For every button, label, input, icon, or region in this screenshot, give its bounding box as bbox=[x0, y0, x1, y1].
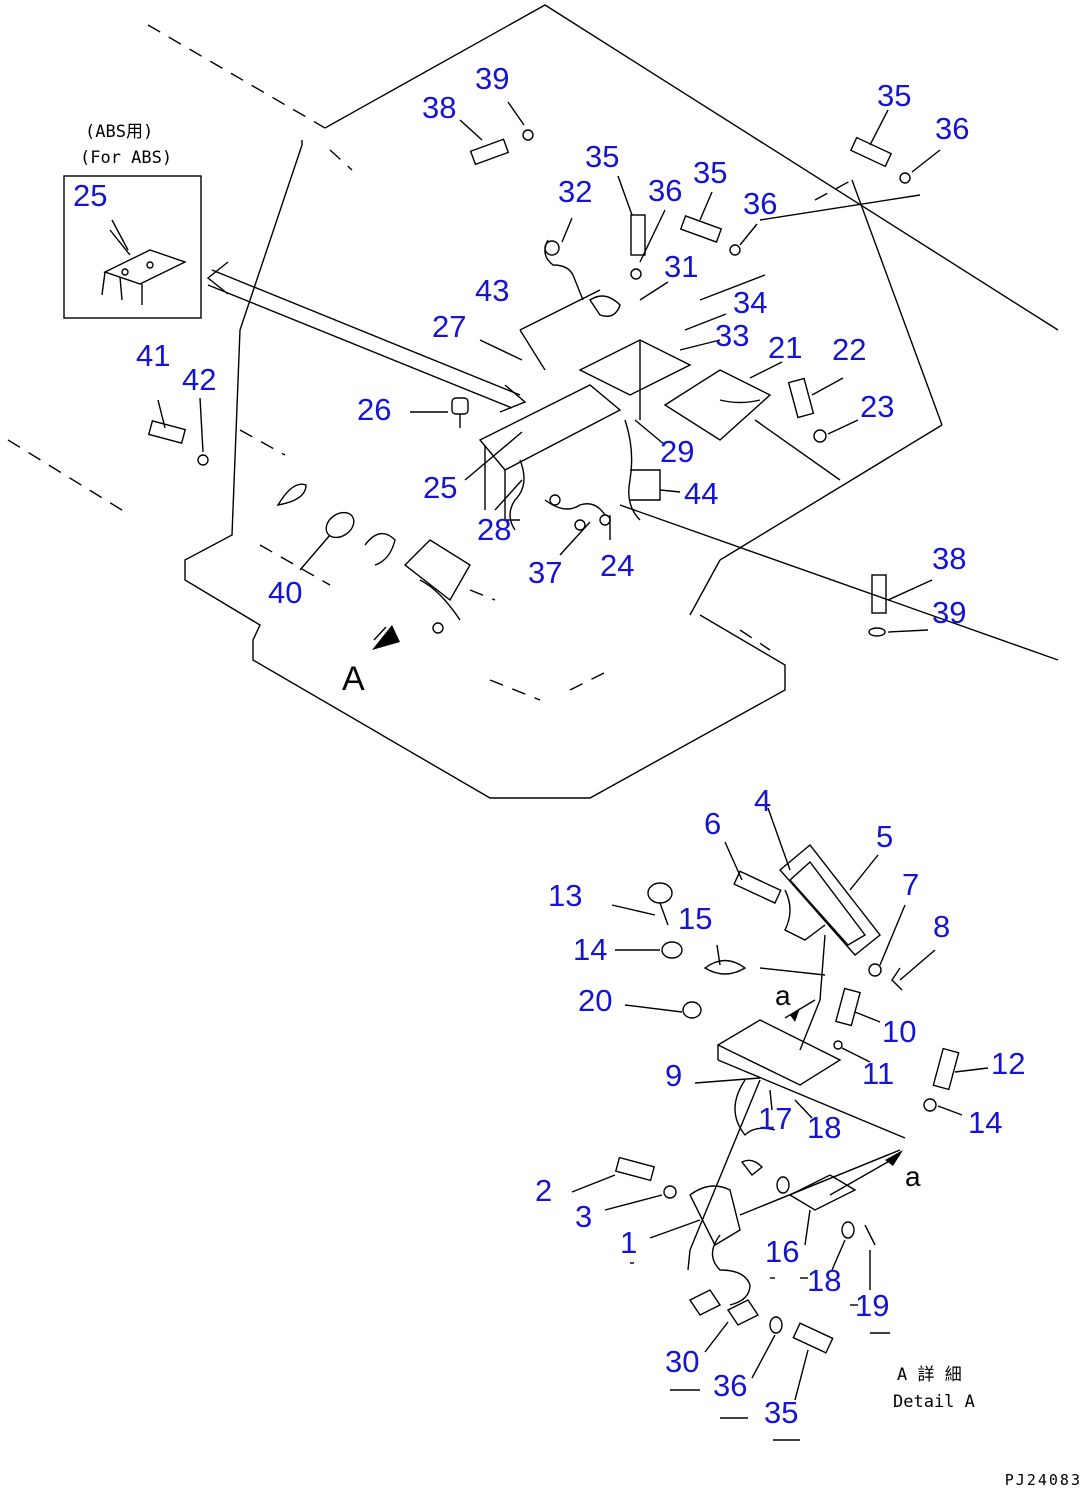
callout-36: 36 bbox=[743, 186, 778, 221]
abs-inset-box bbox=[63, 175, 202, 319]
detail-letter-a-upper: a bbox=[775, 980, 791, 1011]
detail-a-assembly bbox=[571, 807, 989, 1441]
cab-floor-outline bbox=[7, 4, 1059, 799]
leader-lines-upper bbox=[111, 101, 941, 633]
callout-40: 40 bbox=[268, 575, 303, 610]
callout-39: 39 bbox=[932, 595, 967, 630]
callout-44: 44 bbox=[684, 476, 719, 511]
view-letter-a: A bbox=[342, 660, 365, 698]
abs-note-japanese: (ABS用) bbox=[85, 122, 154, 142]
callout-14: 14 bbox=[573, 932, 608, 967]
inset-leader-arrow bbox=[206, 261, 527, 413]
drawing-number: PJ24083 bbox=[1004, 1471, 1082, 1489]
callout-13: 13 bbox=[548, 878, 583, 913]
callout-36: 36 bbox=[648, 173, 683, 208]
callout-38: 38 bbox=[932, 541, 967, 576]
callout-37: 37 bbox=[528, 555, 563, 590]
callout-9: 9 bbox=[665, 1058, 683, 1093]
callout-35: 35 bbox=[877, 78, 912, 113]
callout-14: 14 bbox=[968, 1105, 1003, 1140]
callout-8: 8 bbox=[933, 909, 951, 944]
callout-29: 29 bbox=[660, 434, 695, 469]
callout-43: 43 bbox=[475, 273, 510, 308]
callout-21: 21 bbox=[768, 330, 803, 365]
callout-22: 22 bbox=[832, 332, 867, 367]
callout-15: 15 bbox=[678, 901, 713, 936]
detail-a-note-japanese: A 詳 細 bbox=[897, 1365, 962, 1385]
detail-letter-a-lower: a bbox=[905, 1161, 921, 1192]
callout-11: 11 bbox=[862, 1056, 895, 1091]
callout-41: 41 bbox=[136, 338, 171, 373]
callout-10: 10 bbox=[882, 1014, 917, 1049]
callout-18: 18 bbox=[807, 1110, 842, 1145]
callout-3: 3 bbox=[575, 1199, 593, 1234]
callout-38: 38 bbox=[422, 90, 457, 125]
callout-30: 30 bbox=[665, 1344, 700, 1379]
callout-7: 7 bbox=[902, 867, 920, 902]
callout-36: 36 bbox=[935, 111, 970, 146]
callout-36: 36 bbox=[713, 1368, 748, 1403]
callout-25: 25 bbox=[423, 470, 458, 505]
callout-23: 23 bbox=[860, 389, 895, 424]
callout-28: 28 bbox=[477, 512, 512, 547]
callout-12: 12 bbox=[991, 1046, 1026, 1081]
callout-4: 4 bbox=[754, 783, 772, 818]
callout-32: 32 bbox=[558, 174, 593, 209]
callout-31: 31 bbox=[664, 249, 699, 284]
callout-35: 35 bbox=[764, 1395, 799, 1430]
callout-24: 24 bbox=[600, 548, 635, 583]
callout-42: 42 bbox=[182, 362, 217, 397]
callout-39: 39 bbox=[475, 61, 510, 96]
callout-1: 1 bbox=[620, 1225, 638, 1260]
callout-34: 34 bbox=[733, 285, 768, 320]
callout-20: 20 bbox=[578, 983, 613, 1018]
detail-a-note-english: Detail A bbox=[893, 1392, 975, 1412]
callout-18: 18 bbox=[807, 1263, 842, 1298]
callout-16: 16 bbox=[765, 1234, 800, 1269]
callout-2: 2 bbox=[535, 1173, 553, 1208]
callout-27: 27 bbox=[432, 309, 467, 344]
center-assembly bbox=[147, 129, 911, 650]
callout-35: 35 bbox=[693, 155, 728, 190]
callout-19: 19 bbox=[855, 1288, 890, 1323]
callout-33: 33 bbox=[715, 318, 750, 353]
abs-note-english: (For ABS) bbox=[80, 148, 173, 168]
callout-17: 17 bbox=[758, 1101, 793, 1136]
callout-5: 5 bbox=[876, 819, 894, 854]
callout-26: 26 bbox=[357, 392, 392, 427]
callout-35: 35 bbox=[585, 139, 620, 174]
callout-6: 6 bbox=[704, 806, 722, 841]
callout-25-inset: 25 bbox=[73, 178, 108, 213]
